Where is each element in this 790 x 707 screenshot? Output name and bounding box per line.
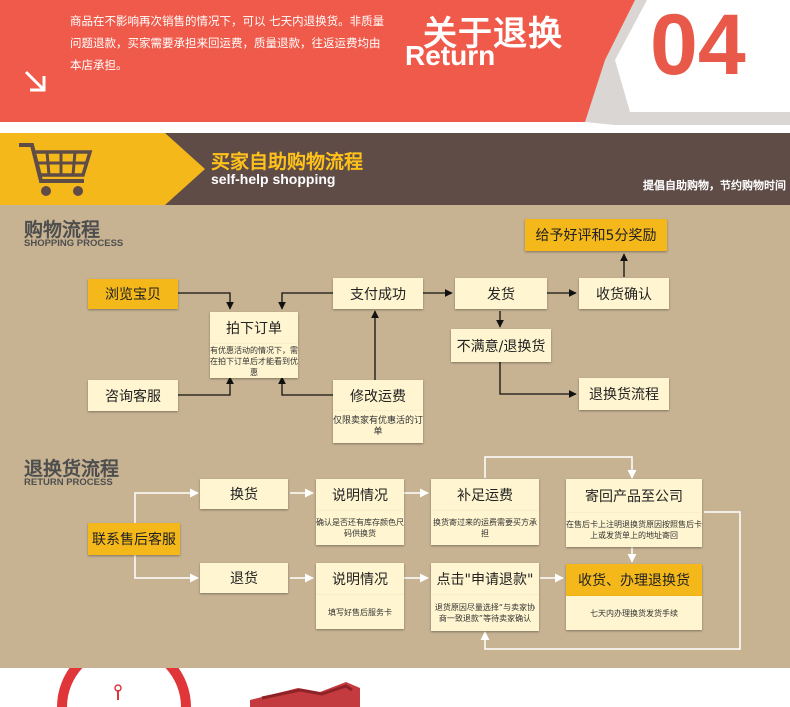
receipt-confirm-step: 收货确认 <box>579 278 669 309</box>
arrow-down-right-icon <box>24 70 46 92</box>
return-banner: 商品在不影响再次销售的情况下，可以 七天内退换货。非质量问题退款，买家需要承担来… <box>0 0 790 125</box>
explain-exchange-step: 说明情况 <box>316 479 404 511</box>
number-panel-shape <box>585 0 790 125</box>
place-order-step: 拍下订单 <box>210 312 298 344</box>
add-freight-step: 补足运费 <box>431 479 539 511</box>
explain-exchange-note: 确认是否还有库存颜色尺码供换货 <box>316 511 404 545</box>
add-freight-note: 换货寄过来的运费需要买方承担 <box>431 511 539 545</box>
place-order-note: 有优惠活动的情况下，需在拍下订单后才能看到优惠 <box>210 344 298 378</box>
send-back-step: 寄回产品至公司 <box>566 479 702 513</box>
apply-refund-note: 退货原因尽量选择“与卖家协商一致退款”等待卖家确认 <box>431 595 539 631</box>
section-number: 04 <box>650 0 746 93</box>
return-flow-step: 退换货流程 <box>579 378 669 410</box>
ship-step: 发货 <box>455 278 547 309</box>
shopping-slogan: 提倡自助购物，节约购物时间 <box>643 179 786 192</box>
self-help-banner: 买家自助购物流程 self-help shopping 提倡自助购物，节约购物时… <box>0 133 790 205</box>
return-policy-text: 商品在不影响再次销售的情况下，可以 七天内退换货。非质量问题退款，买家需要承担来… <box>70 14 385 72</box>
shopping-title-en: self-help shopping <box>211 171 336 187</box>
process-panel: 购物流程 SHOPPING PROCESS 浏览宝贝 拍下订单 有优惠活动的情况… <box>0 205 790 668</box>
review-reward-step: 给予好评和5分奖励 <box>525 219 667 251</box>
apply-refund-step: 点击"申请退款" <box>431 563 539 595</box>
shopping-cart-icon <box>19 143 93 196</box>
receive-process-note: 七天内办理换货发货手续 <box>566 596 702 630</box>
modify-freight-step: 修改运费 <box>333 380 423 411</box>
unsatisfied-step: 不满意/退换货 <box>451 329 551 362</box>
modify-freight-note: 仅限卖家有优惠活的订单 <box>333 411 423 443</box>
flow-connectors <box>134 253 741 650</box>
contact-after-sales-step: 联系售后客服 <box>88 523 180 555</box>
next-section-peek <box>0 668 790 707</box>
shopping-process-subtitle: SHOPPING PROCESS <box>24 238 124 249</box>
return-title-en: Return <box>405 40 496 71</box>
explain-refund-note: 填写好售后服务卡 <box>316 595 404 629</box>
payment-success-step: 支付成功 <box>333 278 423 309</box>
shopping-title-cn: 买家自助购物流程 <box>211 151 364 173</box>
next-section-graphics <box>57 668 360 707</box>
return-process-title: 退换货流程 <box>24 458 120 480</box>
shopping-process-title: 购物流程 <box>24 219 101 241</box>
explain-refund-step: 说明情况 <box>316 563 404 595</box>
consult-step: 咨询客服 <box>88 380 178 411</box>
send-back-note: 在售后卡上注明退换货原因按照售后卡上或发货单上的地址寄回 <box>566 513 702 547</box>
browse-step: 浏览宝贝 <box>88 279 178 309</box>
receive-process-step: 收货、办理退换货 <box>566 564 702 596</box>
exchange-step: 换货 <box>200 479 288 509</box>
return-title-cn: 关于退换 <box>423 14 563 54</box>
return-process-subtitle: RETURN PROCESS <box>24 477 113 488</box>
refund-step: 退货 <box>200 563 288 593</box>
